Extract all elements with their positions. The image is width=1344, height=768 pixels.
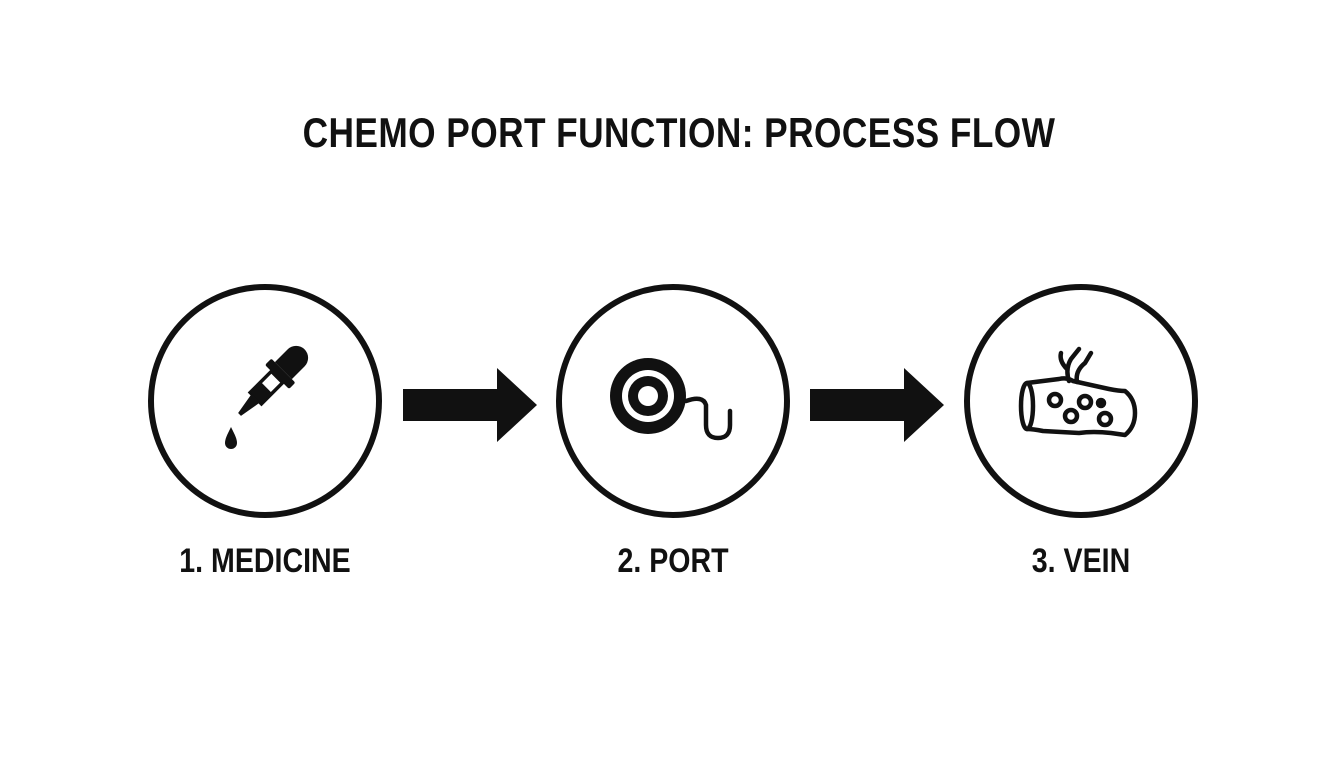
step-medicine: 1. MEDICINE bbox=[147, 283, 383, 580]
step-label: 1. MEDICINE bbox=[179, 542, 351, 580]
vein-icon bbox=[1018, 346, 1138, 438]
diagram-title: CHEMO PORT FUNCTION: PROCESS FLOW bbox=[302, 109, 1056, 156]
step-circle bbox=[556, 284, 790, 518]
step-port: 2. PORT bbox=[555, 283, 791, 580]
flow-arrow-1 bbox=[403, 368, 537, 442]
medicine-dropper-icon bbox=[225, 345, 309, 449]
step-label: 2. PORT bbox=[617, 542, 729, 580]
port-icon bbox=[610, 358, 733, 441]
step-label: 3. VEIN bbox=[1031, 542, 1131, 580]
flow-arrow-2 bbox=[810, 368, 944, 442]
step-vein: 3. VEIN bbox=[963, 283, 1199, 580]
step-circle bbox=[148, 284, 382, 518]
step-circle bbox=[964, 284, 1198, 518]
